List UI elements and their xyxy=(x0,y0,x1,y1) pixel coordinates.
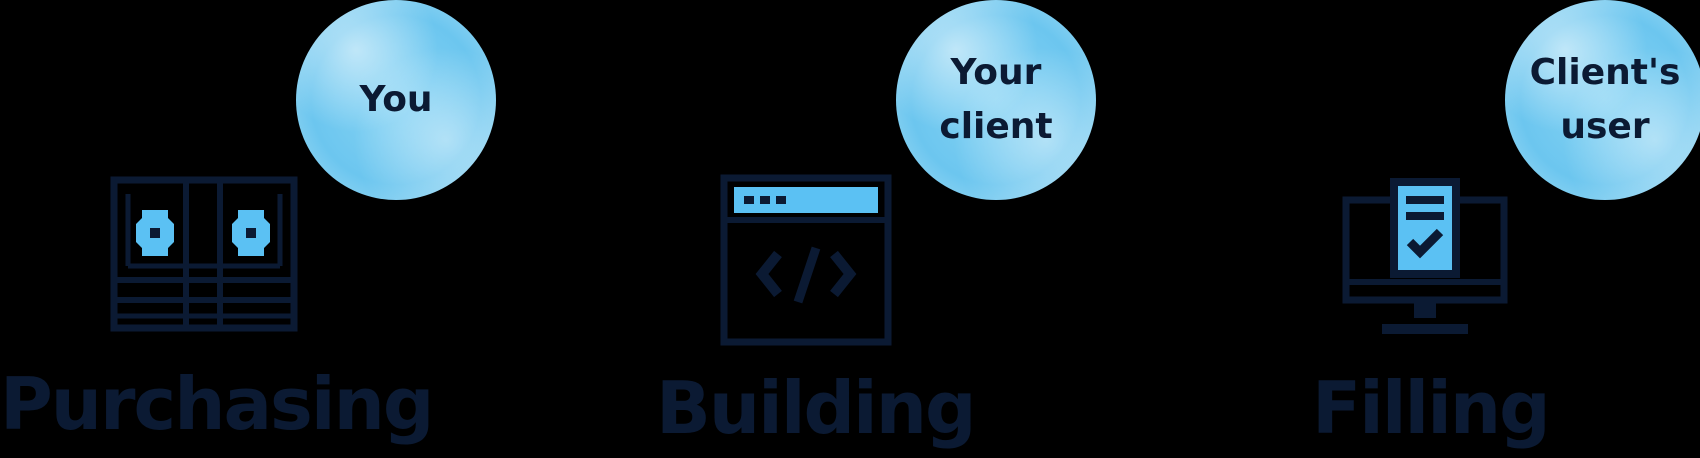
role-bubble: You xyxy=(296,0,496,200)
form-monitor-icon xyxy=(1342,178,1508,334)
money-icon xyxy=(110,176,298,332)
step-title: Building xyxy=(656,366,977,450)
step-filling: Client's user Filling xyxy=(1120,0,1700,458)
step-purchasing: You Purchasing xyxy=(0,0,560,458)
role-label: Client's user xyxy=(1529,52,1681,147)
role-label: Your client xyxy=(939,52,1053,147)
code-window-icon xyxy=(720,174,892,346)
step-title: Purchasing xyxy=(0,362,434,446)
step-title: Filling xyxy=(1312,366,1551,450)
role-bubble: Your client xyxy=(896,0,1096,200)
role-label: You xyxy=(359,79,433,120)
step-building: Your client Building xyxy=(560,0,1120,458)
role-bubble: Client's user xyxy=(1505,0,1700,200)
